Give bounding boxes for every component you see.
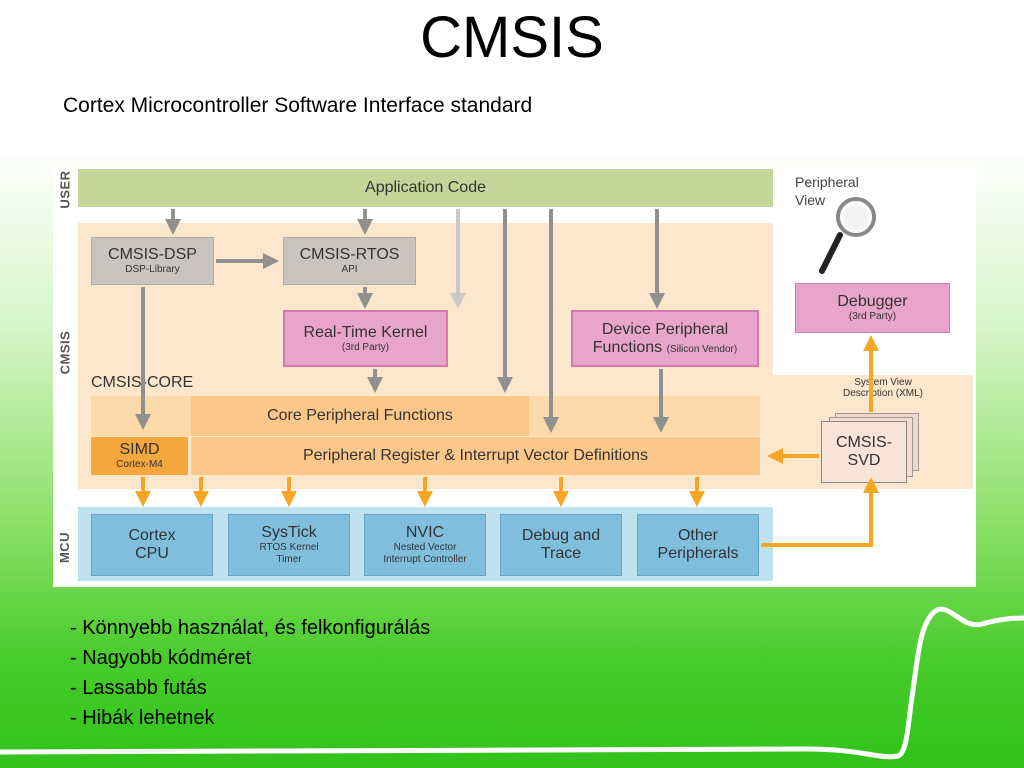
bullet-item: - Nagyobb kódméret [70,647,252,669]
device-peripheral-functions-box: Device Peripheral Functions (Silicon Ven… [571,310,759,367]
cmsis-architecture-diagram: USER CMSIS MCU Application Code CMSIS-DS… [53,167,976,587]
core-peripheral-functions-box: Core Peripheral Functions [191,396,529,436]
application-code-label: Application Code [365,179,486,196]
debugger-box: Debugger (3rd Party) [795,283,950,333]
diagram-arrows [135,209,879,547]
cortex-cpu-box: Cortex CPU [91,514,213,576]
cmsis-dsp-box: CMSIS-DSP DSP-Library [91,237,214,285]
nvic-box: NVIC Nested Vector Interrupt Controller [364,514,486,576]
debug-trace-box: Debug and Trace [500,514,622,576]
user-layer [78,169,773,207]
svd-description-label: System View Description (XML) [842,377,924,399]
other-peripherals-box: Other Peripherals [637,514,759,576]
magnifier-icon [819,197,876,274]
peripheral-register-box: Peripheral Register & Interrupt Vector D… [191,437,760,475]
bullet-item: - Hibák lehetnek [70,707,215,729]
peripheral-view-label: Peripheral View [795,174,859,208]
systick-box: SysTick RTOS Kernel Timer [228,514,350,576]
cmsis-rtos-box: CMSIS-RTOS API [283,237,416,285]
bullet-item: - Könnyebb használat, és felkonfigurálás [70,617,431,639]
slide-subtitle: Cortex Microcontroller Software Interfac… [63,94,533,117]
real-time-kernel-box: Real-Time Kernel (3rd Party) [283,310,448,367]
simd-box: SIMD Cortex-M4 [91,437,188,475]
bullet-list: - Könnyebb használat, és felkonfigurálás… [70,613,430,733]
core-band-right [529,396,760,436]
slide-title: CMSIS [420,5,604,70]
arrow-other-to-svd [761,477,879,547]
bullet-item: - Lassabb futás [70,677,207,699]
